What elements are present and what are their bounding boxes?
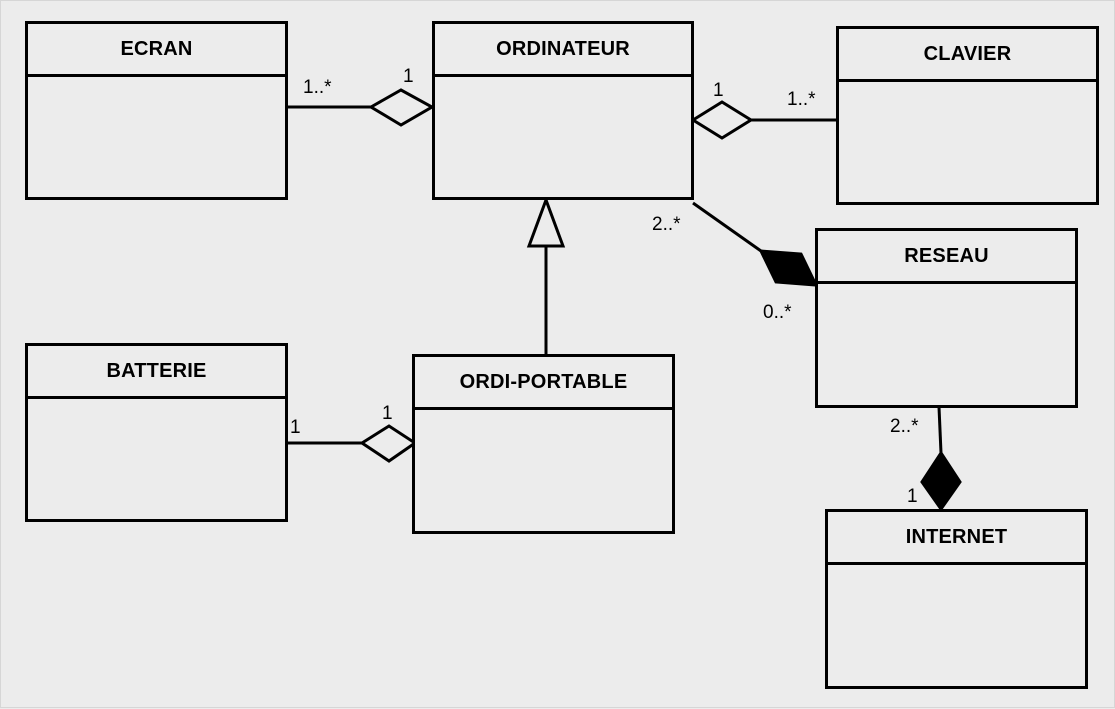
class-name: ORDI-PORTABLE [415, 357, 672, 410]
multiplicity-label: 1 [403, 66, 414, 87]
class-name: CLAVIER [839, 29, 1096, 82]
class-body [818, 284, 1075, 405]
class-body [415, 410, 672, 531]
aggregation-diamond-icon [368, 88, 436, 127]
multiplicity-label: 1..* [787, 89, 816, 110]
class-ecran[interactable]: ECRAN [25, 21, 288, 200]
class-body [839, 82, 1096, 202]
class-body [828, 565, 1085, 686]
inheritance-triangle-icon [526, 195, 566, 248]
multiplicity-label: 1 [290, 417, 301, 438]
class-name: INTERNET [828, 512, 1085, 565]
aggregation-diamond-icon [359, 424, 418, 463]
class-reseau[interactable]: RESEAU [815, 228, 1078, 408]
multiplicity-label: 0..* [763, 302, 792, 323]
multiplicity-label: 1..* [303, 77, 332, 98]
class-body [28, 399, 285, 519]
multiplicity-label: 1 [382, 403, 393, 424]
multiplicity-label: 2..* [652, 214, 681, 235]
multiplicity-label: 1 [713, 80, 724, 101]
multiplicity-label: 2..* [890, 416, 919, 437]
class-clavier[interactable]: CLAVIER [836, 26, 1099, 205]
aggregation-diamond-icon [690, 100, 754, 140]
ordinateur-reseau-line [692, 201, 762, 253]
class-body [435, 77, 691, 197]
class-name: ORDINATEUR [435, 24, 691, 77]
composition-diamond-icon [758, 249, 819, 287]
class-ordinateur[interactable]: ORDINATEUR [432, 21, 694, 200]
composition-diamond-icon [920, 450, 962, 512]
class-name: BATTERIE [28, 346, 285, 399]
reseau-internet-line [937, 406, 943, 454]
multiplicity-label: 1 [907, 486, 918, 507]
class-name: RESEAU [818, 231, 1075, 284]
class-batterie[interactable]: BATTERIE [25, 343, 288, 522]
class-name: ECRAN [28, 24, 285, 77]
class-ordi-portable[interactable]: ORDI-PORTABLE [412, 354, 675, 534]
class-body [28, 77, 285, 197]
class-internet[interactable]: INTERNET [825, 509, 1088, 689]
